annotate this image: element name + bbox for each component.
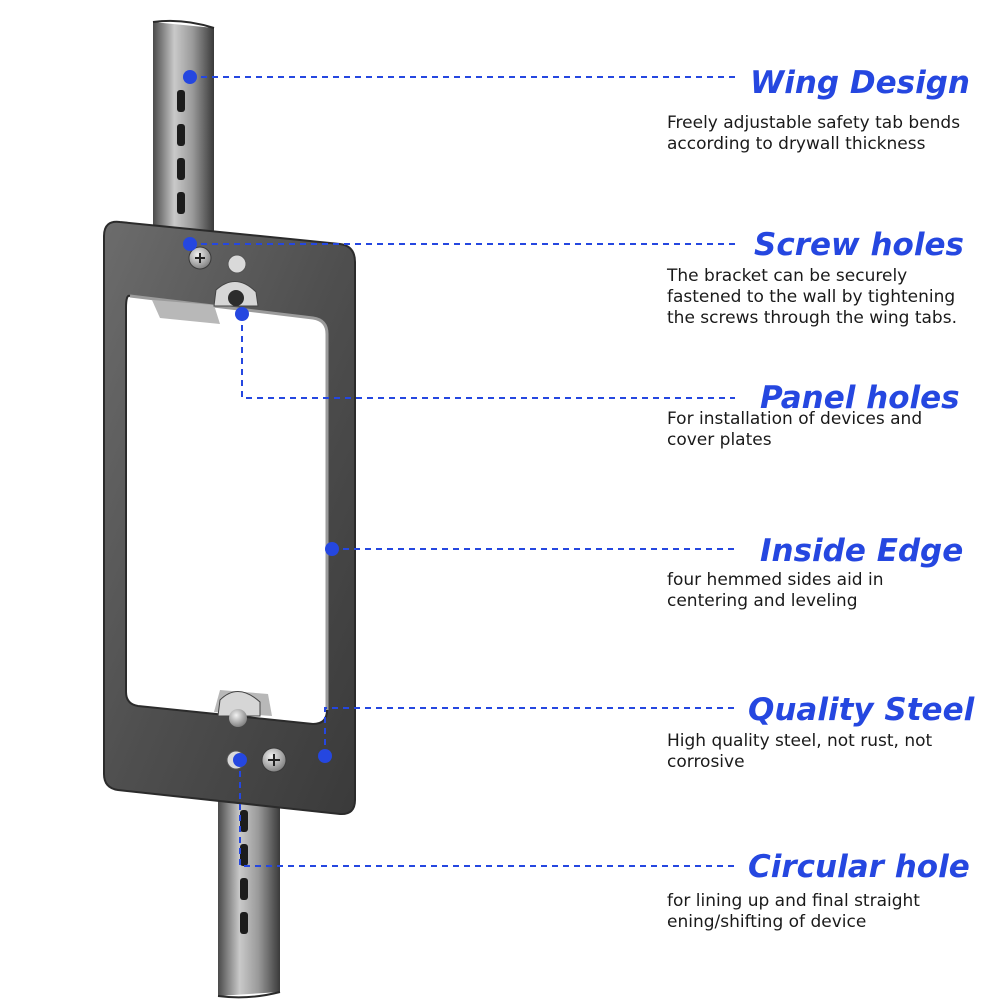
panel-hole-top <box>227 254 247 274</box>
callout-desc-screw-holes: The bracket can be securely fastened to … <box>667 266 957 328</box>
screw-top <box>188 246 212 270</box>
top-wing-tab <box>152 19 215 236</box>
callout-desc-inside-edge: four hemmed sides aid in centering and l… <box>667 570 884 611</box>
callout-title-quality-steel: Quality Steel <box>748 692 975 728</box>
callout-title-inside-edge: Inside Edge <box>760 533 964 569</box>
callout-desc-circular-hole: for lining up and final straight ening/s… <box>667 891 920 932</box>
callout-desc-wing-design: Freely adjustable safety tab bends accor… <box>667 113 961 154</box>
callout-leaders <box>190 76 735 867</box>
callout-title-screw-holes: Screw holes <box>754 227 964 263</box>
callout-desc-panel-holes: For installation of devices and cover pl… <box>667 409 923 450</box>
callout-title-wing-design: Wing Design <box>750 65 970 101</box>
screw-bottom <box>261 747 287 773</box>
callout-desc-quality-steel: High quality steel, not rust, not corros… <box>667 731 933 772</box>
callout-title-panel-holes: Panel holes <box>760 380 960 416</box>
bottom-wing-tab <box>217 780 281 999</box>
callout-dots <box>183 70 339 767</box>
bracket-frame <box>103 220 356 816</box>
callout-title-circular-hole: Circular hole <box>748 849 970 885</box>
